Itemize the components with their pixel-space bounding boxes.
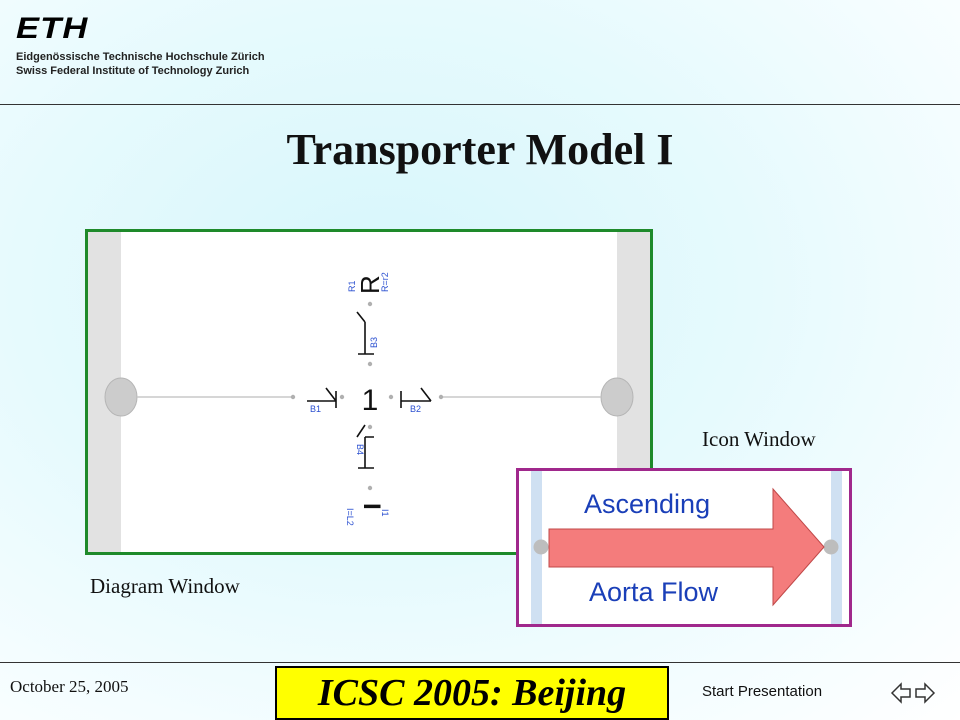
- eth-logo: ETH Eidgenössische Technische Hochschule…: [16, 14, 265, 78]
- bonds: [307, 311, 432, 469]
- institution-name-en: Swiss Federal Institute of Technology Zu…: [16, 65, 250, 77]
- left-port[interactable]: [104, 377, 138, 417]
- icon-left-port[interactable]: [533, 539, 549, 555]
- aorta-icon: Ascending Aorta Flow: [531, 471, 842, 624]
- r-element-symbol[interactable]: R: [355, 275, 385, 294]
- bond-b1: [307, 387, 337, 408]
- i-element-name: I1: [380, 509, 390, 517]
- r-element-name: R1: [347, 280, 357, 292]
- i-element-symbol[interactable]: I: [358, 503, 385, 510]
- start-presentation-link[interactable]: Start Presentation: [702, 683, 823, 700]
- footer-divider: [0, 662, 960, 663]
- conference-banner: ICSC 2005: Beijing: [275, 666, 669, 720]
- eth-logo-text: ETH: [16, 12, 89, 45]
- i-element-param: I=L2: [345, 508, 355, 526]
- slide-header: ETH Eidgenössische Technische Hochschule…: [0, 0, 960, 104]
- r-element-param: R=r2: [380, 272, 390, 292]
- presentation-date: October 25, 2005: [10, 677, 129, 696]
- connection-dots: [290, 301, 444, 491]
- bond-b3-label: B3: [369, 337, 379, 348]
- bond-b3: [356, 311, 374, 355]
- slide-title: Transporter Model I: [286, 125, 674, 174]
- diagram-window-label: Diagram Window: [90, 574, 240, 598]
- icon-right-port[interactable]: [823, 539, 839, 555]
- flow-arrow-icon: [548, 487, 825, 607]
- bond-b2: [400, 387, 432, 408]
- bond-b4-label: B4: [355, 444, 365, 455]
- next-slide-icon[interactable]: [914, 682, 936, 704]
- icon-window-label: Icon Window: [702, 427, 816, 451]
- institution-name-de: Eidgenössische Technische Hochschule Zür…: [16, 51, 265, 63]
- icon-window[interactable]: Ascending Aorta Flow: [516, 468, 852, 627]
- junction-node[interactable]: 1: [362, 384, 379, 417]
- icon-text-line1: Ascending: [584, 489, 710, 519]
- right-port[interactable]: [600, 377, 634, 417]
- header-divider: [0, 104, 960, 105]
- bond-b1-label: B1: [310, 404, 321, 414]
- previous-slide-icon[interactable]: [890, 682, 912, 704]
- bond-b4: [356, 424, 374, 469]
- bond-b2-label: B2: [410, 404, 421, 414]
- icon-text-line2: Aorta Flow: [589, 577, 719, 607]
